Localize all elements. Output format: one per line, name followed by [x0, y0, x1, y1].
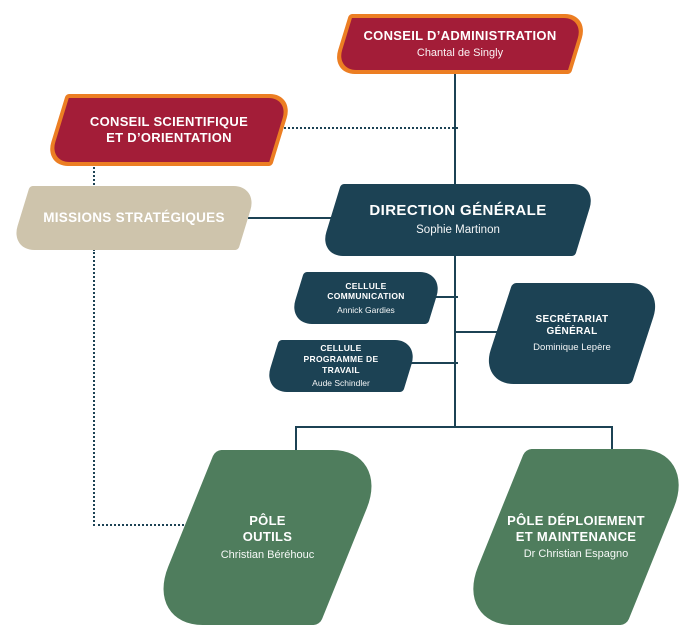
- dotted-missions-pole-horizontal: [93, 524, 188, 526]
- dotted-missions-pole-vertical: [93, 249, 95, 526]
- node-title: PÔLE DÉPLOIEMENT ET MAINTENANCE: [507, 512, 645, 544]
- node-cellule-communication: CELLULE COMMUNICATION Annick Gardies: [296, 272, 436, 324]
- node-secretariat-general: SECRÉTARIAT GÉNÉRAL Dominique Lepère: [496, 283, 648, 384]
- node-cellule-programme: CELLULE PROGRAMME DE TRAVAIL Aude Schind…: [271, 340, 411, 392]
- connector-pole-outils-drop: [295, 426, 297, 454]
- node-subtitle: Chantal de Singly: [416, 47, 504, 60]
- node-title: PÔLE OUTILS: [242, 513, 293, 545]
- node-title: SECRÉTARIAT GÉNÉRAL: [535, 313, 609, 338]
- node-title: CONSEIL D’ADMINISTRATION: [363, 27, 557, 43]
- connector-secretariat: [454, 331, 498, 333]
- node-subtitle: Annick Gardies: [337, 305, 395, 316]
- node-title: CONSEIL SCIENTIFIQUE ET D’ORIENTATION: [89, 113, 249, 145]
- node-subtitle: Dominique Lepère: [533, 341, 611, 353]
- node-subtitle: Aude Schindler: [312, 378, 370, 389]
- node-title: CELLULE COMMUNICATION: [327, 280, 405, 302]
- node-subtitle: Christian Béréhouc: [220, 548, 315, 561]
- node-subtitle: Dr Christian Espagno: [523, 548, 629, 561]
- connector-cellule-communication: [430, 296, 458, 298]
- connector-poles-horizontal: [295, 426, 613, 428]
- node-conseil-scientifique: CONSEIL SCIENTIFIQUE ET D’ORIENTATION: [55, 94, 283, 166]
- node-conseil-administration: CONSEIL D’ADMINISTRATION Chantal de Sing…: [340, 14, 580, 74]
- connector-pole-deploiement-drop: [611, 426, 613, 454]
- node-title: DIRECTION GÉNÉRALE: [369, 202, 547, 220]
- dotted-conseil-scientifique-link: [280, 127, 458, 129]
- node-subtitle: Sophie Martinon: [416, 223, 500, 236]
- node-pole-outils: PÔLE OUTILS Christian Béréhouc: [180, 450, 355, 625]
- node-direction-generale: DIRECTION GÉNÉRALE Sophie Martinon: [330, 184, 586, 256]
- dotted-conseil-missions-link: [93, 163, 95, 189]
- node-pole-deploiement: PÔLE DÉPLOIEMENT ET MAINTENANCE Dr Chris…: [490, 449, 662, 625]
- node-missions-strategiques: MISSIONS STRATÉGIQUES: [20, 186, 248, 250]
- connector-missions-direction: [248, 217, 340, 219]
- node-title: CELLULE PROGRAMME DE TRAVAIL: [303, 343, 379, 375]
- node-title: MISSIONS STRATÉGIQUES: [43, 209, 225, 225]
- connector-cellule-programme: [406, 362, 458, 364]
